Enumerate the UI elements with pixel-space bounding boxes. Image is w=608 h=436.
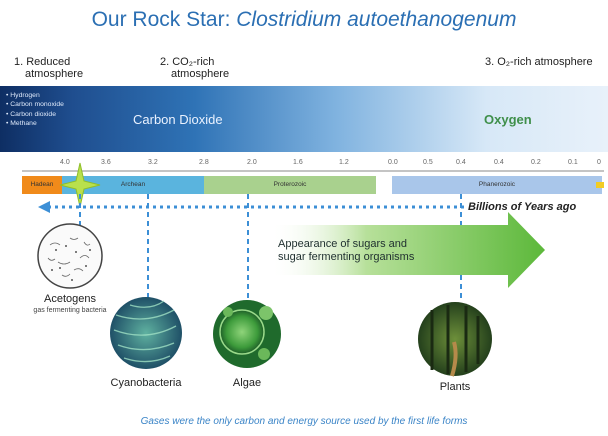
recent-marker	[596, 182, 604, 188]
eon-phanerozoic: Phanerozoic	[392, 176, 602, 194]
gas-item: • Carbon dioxide	[6, 110, 56, 118]
sugar-arrow-line2: sugar fermenting organisms	[278, 251, 415, 263]
plants-caption: Plants	[439, 381, 471, 393]
acetogens-caption: Acetogens gas fermenting bacteria	[20, 293, 120, 317]
cyanobacteria-caption: Cyanobacteria	[110, 377, 182, 389]
tick-label: 1.2	[339, 159, 349, 166]
sugar-arrow-icon	[270, 212, 545, 288]
gas-list: • Hydrogen • Carbon monoxide • Carbon di…	[6, 91, 64, 128]
stage-3: 3. O₂-rich atmosphere	[485, 56, 593, 68]
plants-image	[418, 302, 492, 376]
gas-item: • Carbon monoxide	[6, 101, 64, 109]
origin-star-icon	[59, 162, 101, 208]
tick-label: 0.2	[531, 159, 541, 166]
stage-1: 1. Reduced atmosphere	[14, 56, 83, 80]
tick-label: 0.4	[456, 159, 466, 166]
eon-archean: Archean	[62, 176, 204, 194]
eon-proterozoic: Proterozoic	[204, 176, 376, 194]
timescale-label: Billions of Years ago	[468, 201, 577, 213]
stage-3-line1: 3. O₂-rich atmosphere	[485, 56, 593, 68]
tick-label: 0.4	[494, 159, 504, 166]
stage-2: 2. CO₂-rich atmosphere	[160, 56, 229, 80]
stage-2-line2: atmosphere	[171, 68, 230, 80]
gas-item: • Hydrogen	[6, 92, 40, 99]
page-title: Our Rock Star: Clostridium autoethanogen…	[0, 8, 608, 32]
atmosphere-bar	[0, 86, 608, 152]
tick-label: 3.2	[148, 159, 158, 166]
acetogens-name: Acetogens	[44, 293, 96, 305]
tick-label: 1.6	[293, 159, 303, 166]
acetogens-sub: gas fermenting bacteria	[33, 307, 107, 314]
stage-2-line1: 2. CO₂-rich	[160, 56, 215, 68]
tick-label: 0	[597, 159, 601, 166]
footer-caption: Gases were the only carbon and energy so…	[140, 416, 468, 427]
tick-label: 2.0	[247, 159, 257, 166]
stage-1-line1: 1. Reduced	[14, 56, 71, 68]
sugar-arrow-line1: Appearance of sugars and	[278, 238, 408, 250]
algae-caption: Algae	[232, 377, 262, 389]
tick-label: 4.0	[60, 159, 70, 166]
title-species: Clostridium autoethanogenum	[236, 8, 517, 31]
atmosphere-co2-label: Carbon Dioxide	[133, 112, 223, 127]
acetogens-image	[37, 223, 103, 289]
gas-item: • Methane	[6, 119, 37, 127]
title-prefix: Our Rock Star:	[91, 8, 237, 31]
timescale-arrowhead-icon	[38, 201, 50, 213]
tick-label: 2.8	[199, 159, 209, 166]
stage-1-line2: atmosphere	[25, 68, 84, 80]
tick-label: 3.6	[101, 159, 111, 166]
eon-hadean: Hadean	[22, 176, 62, 194]
eon-row: Hadean Archean Proterozoic Phanerozoic	[0, 176, 608, 194]
tick-label: 0.1	[568, 159, 578, 166]
tick-label: 0.0	[388, 159, 398, 166]
sugar-arrow-text: Appearance of sugars and sugar fermentin…	[278, 238, 414, 264]
atmosphere-o2-label: Oxygen	[484, 112, 532, 127]
tick-label: 0.5	[423, 159, 433, 166]
